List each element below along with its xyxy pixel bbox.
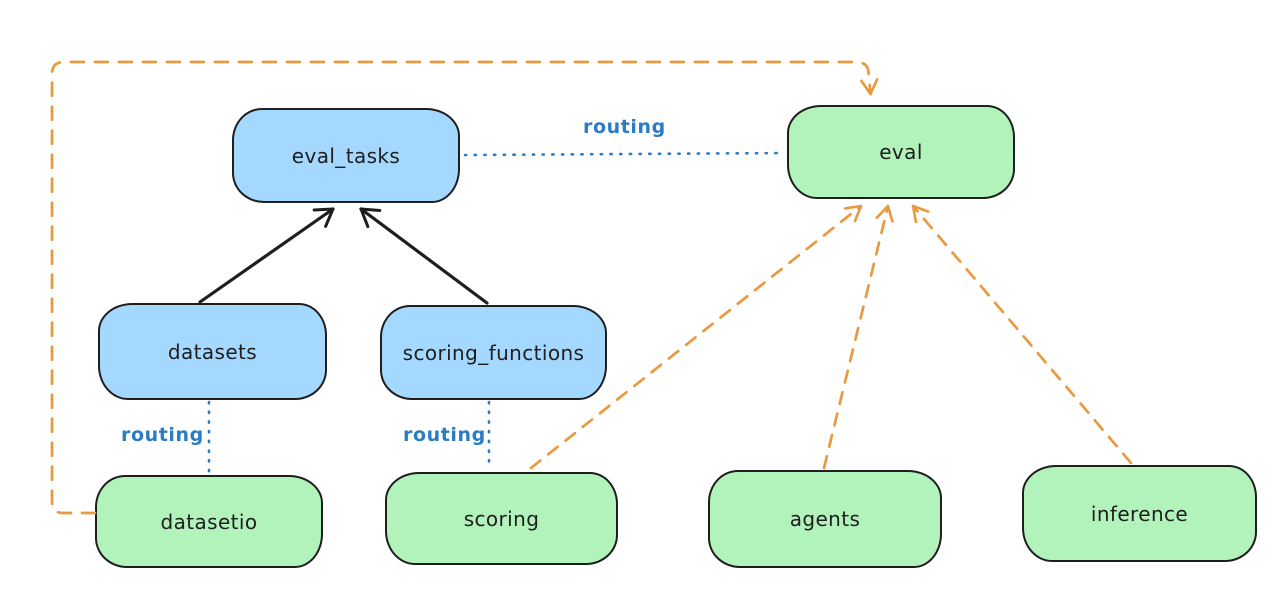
node-scoring-functions: scoring_functions [380, 305, 607, 400]
node-eval: eval [787, 105, 1015, 199]
node-scoring: scoring [385, 472, 618, 565]
node-datasetio: datasetio [95, 475, 323, 568]
node-inference: inference [1022, 465, 1257, 562]
routing-label-eval-tasks-eval: routing [583, 116, 666, 138]
edge-datasets-to-eval-tasks-arrow [198, 207, 335, 304]
routing-label-scoring-functions-scoring: routing [403, 424, 486, 446]
node-agents: agents [708, 470, 942, 568]
edge-scoring-functions-to-eval-tasks-arrow [359, 207, 489, 305]
edge-eval-tasks-to-eval-routing [463, 151, 787, 157]
node-datasets-label: datasets [167, 339, 258, 364]
node-eval-tasks-label: eval_tasks [291, 143, 401, 168]
node-inference-label: inference [1090, 501, 1189, 526]
edge-agents-to-eval-arrow [822, 204, 894, 470]
node-agents-label: agents [789, 507, 861, 531]
node-eval-label: eval [879, 140, 923, 164]
node-scoring-functions-label: scoring_functions [402, 340, 585, 365]
node-datasets: datasets [98, 303, 327, 400]
edge-inference-to-eval-arrow [911, 204, 1133, 465]
node-datasetio-label: datasetio [160, 509, 258, 534]
routing-label-datasets-datasetio: routing [121, 424, 204, 446]
node-scoring-label: scoring [463, 506, 540, 531]
node-eval-tasks: eval_tasks [232, 108, 460, 203]
